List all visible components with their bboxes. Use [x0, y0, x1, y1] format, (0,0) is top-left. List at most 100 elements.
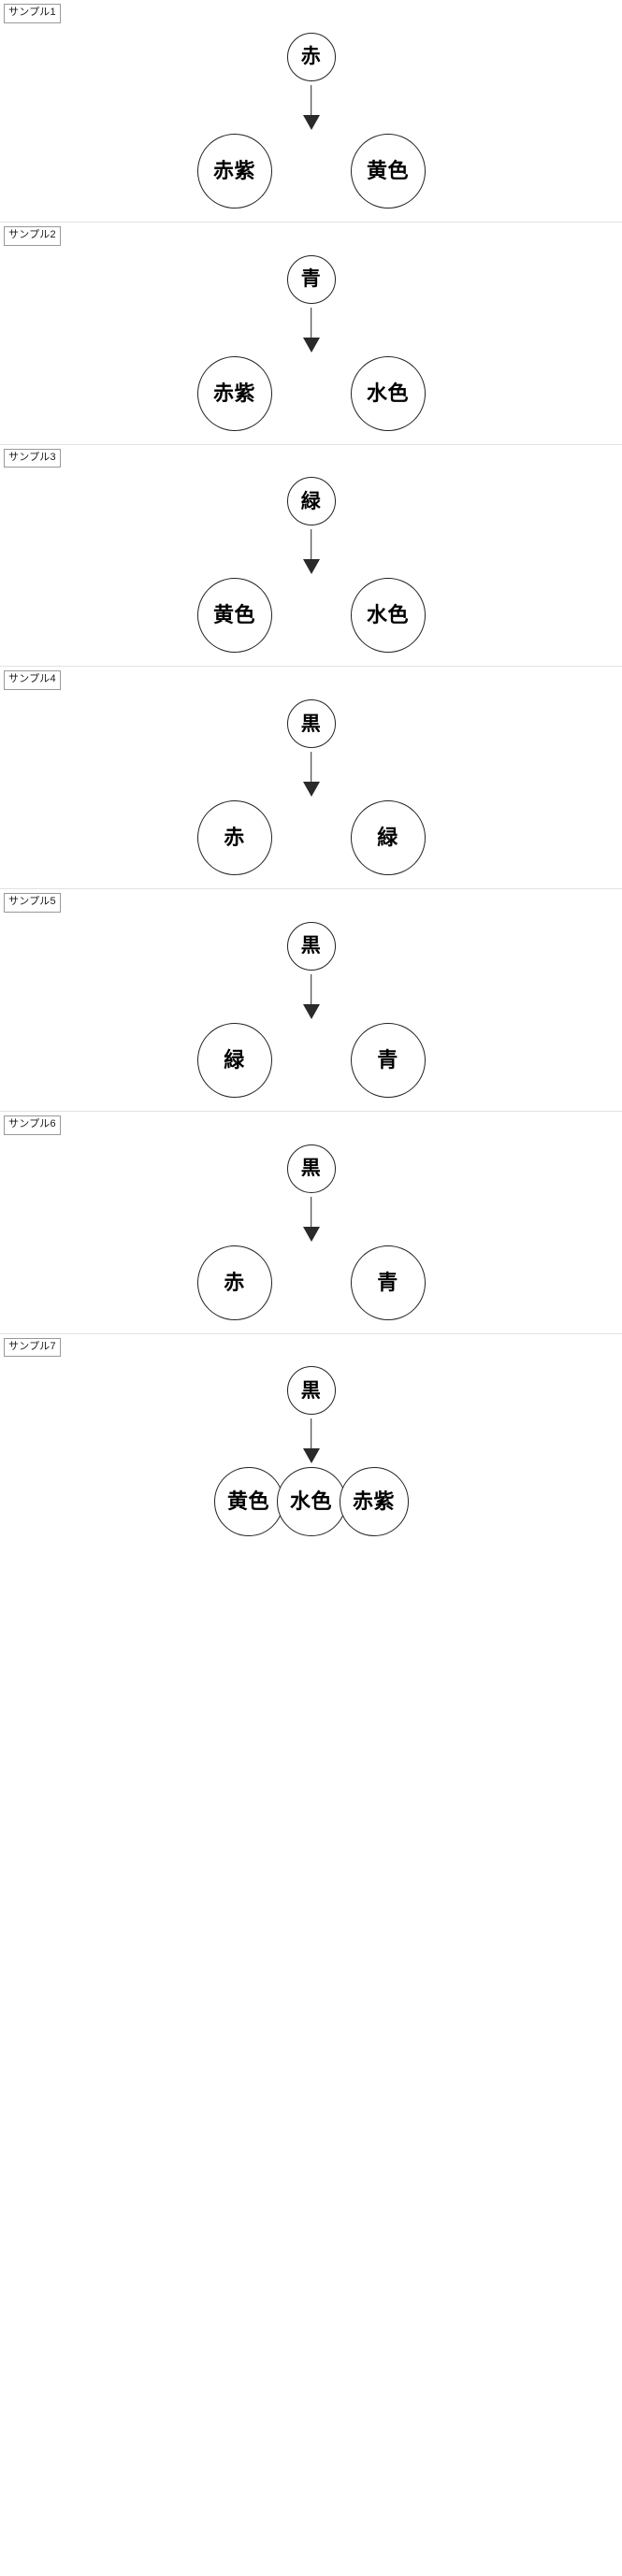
child-node-label: 赤紫	[212, 158, 255, 182]
child-node-row: 黄色 水色	[0, 578, 622, 654]
child-node-row: 赤緑	[0, 800, 622, 875]
sample-diagram: 緑黄色 水色	[0, 468, 622, 666]
root-node-row: 黒	[0, 1144, 622, 1193]
arrow-head	[302, 337, 320, 353]
root-node-label: 青	[300, 268, 322, 290]
child-node-label: 赤紫	[212, 381, 255, 405]
root-node-row: 黒	[0, 699, 622, 748]
child-node-label: 黄色	[212, 603, 255, 627]
child-node-row: 緑青	[0, 1022, 622, 1098]
child-node-row: 赤青	[0, 1245, 622, 1320]
down-arrow-icon	[302, 307, 320, 353]
down-arrow-icon	[302, 1196, 320, 1242]
root-node-circle[interactable]: 緑	[286, 477, 336, 526]
child-node-circle[interactable]: 黄色	[213, 1467, 283, 1537]
child-node-label: 赤	[224, 826, 245, 849]
child-node-circle[interactable]: 赤紫	[339, 1467, 409, 1537]
child-node-circle[interactable]: 緑	[196, 1022, 272, 1098]
root-node-circle[interactable]: 赤	[286, 32, 336, 81]
arrow-shaft	[310, 307, 312, 339]
child-node-label: 黄色	[226, 1489, 269, 1514]
arrow-container	[0, 971, 622, 1023]
sample-label: サンプル5	[4, 893, 61, 913]
arrow-container	[0, 304, 622, 356]
sample-diagram: 赤赤紫 黄色	[0, 23, 622, 222]
arrow-shaft	[310, 1418, 312, 1451]
child-node-circle[interactable]: 赤	[196, 1245, 272, 1320]
child-node-label: 青	[377, 1047, 398, 1072]
sample-diagram: 黒赤青	[0, 1135, 622, 1333]
root-node-row: 青	[0, 254, 622, 304]
child-node-label: 緑	[377, 826, 398, 849]
sample-label: サンプル2	[4, 225, 61, 246]
root-node-label: 黒	[300, 1379, 322, 1402]
child-node-circle[interactable]: 赤紫	[196, 133, 272, 209]
sample-label: サンプル4	[4, 670, 61, 690]
child-node-circle[interactable]: 緑	[350, 800, 426, 875]
root-node-row: 緑	[0, 477, 622, 526]
child-node-row: 赤紫 水色	[0, 355, 622, 431]
child-node-label: 水色	[289, 1489, 332, 1514]
sample-diagram: 青赤紫 水色	[0, 246, 622, 444]
sample-label: サンプル6	[4, 1115, 61, 1135]
root-node-row: 黒	[0, 1366, 622, 1416]
arrow-container	[0, 1193, 622, 1245]
root-node-circle[interactable]: 黒	[286, 699, 336, 748]
child-node-label: 水色	[366, 603, 409, 627]
arrow-head	[302, 114, 320, 130]
child-node-label: 黄色	[366, 158, 409, 182]
arrow-shaft	[310, 973, 312, 1006]
root-node-label: 黒	[300, 1158, 322, 1179]
root-node-row: 黒	[0, 921, 622, 971]
down-arrow-icon	[302, 529, 320, 575]
sample-diagram: 黒黄色水色赤紫	[0, 1357, 622, 1549]
sample-section: サンプル2 青赤紫 水色	[0, 221, 622, 444]
sample-section: サンプル1 赤赤紫 黄色	[0, 0, 622, 222]
sample-label: サンプル3	[4, 448, 61, 468]
arrow-container	[0, 748, 622, 800]
child-node-label: 青	[377, 1270, 398, 1294]
arrow-shaft	[310, 84, 312, 117]
child-node-row: 黄色水色赤紫	[0, 1467, 622, 1537]
root-node-row: 赤	[0, 32, 622, 81]
root-node-circle[interactable]: 黒	[286, 921, 336, 971]
child-node-circle[interactable]: 水色	[276, 1467, 346, 1537]
child-node-circle[interactable]: 赤	[196, 800, 272, 875]
child-node-label: 緑	[224, 1047, 245, 1072]
root-node-label: 黒	[300, 935, 322, 957]
sample-label: サンプル1	[4, 4, 61, 23]
arrow-shaft	[310, 529, 312, 562]
arrow-shaft	[310, 752, 312, 784]
down-arrow-icon	[302, 752, 320, 797]
child-node-circle[interactable]: 黄色	[196, 578, 272, 654]
child-node-circle[interactable]: 水色	[350, 355, 426, 431]
sample-diagram: 黒緑青	[0, 913, 622, 1111]
arrow-shaft	[310, 1196, 312, 1229]
child-node-circle[interactable]: 赤紫	[196, 355, 272, 431]
root-node-circle[interactable]: 黒	[286, 1366, 336, 1416]
root-node-label: 黒	[300, 712, 322, 735]
child-node-circle[interactable]: 黄色	[350, 133, 426, 209]
root-node-circle[interactable]: 黒	[286, 1144, 336, 1193]
child-node-circle[interactable]: 青	[350, 1245, 426, 1320]
arrow-head	[302, 1003, 320, 1019]
root-node-circle[interactable]: 青	[286, 254, 336, 304]
child-node-label: 赤	[224, 1270, 245, 1294]
sample-diagram: 黒赤緑	[0, 690, 622, 888]
arrow-container	[0, 525, 622, 578]
arrow-head	[302, 559, 320, 575]
arrow-head	[302, 782, 320, 797]
sample-label: サンプル7	[4, 1337, 61, 1358]
down-arrow-icon	[302, 973, 320, 1019]
down-arrow-icon	[302, 84, 320, 130]
arrow-container	[0, 1415, 622, 1467]
child-node-label: 水色	[366, 381, 409, 405]
child-node-row: 赤紫 黄色	[0, 133, 622, 209]
child-node-circle[interactable]: 水色	[350, 578, 426, 654]
child-node-circle[interactable]: 青	[350, 1022, 426, 1098]
